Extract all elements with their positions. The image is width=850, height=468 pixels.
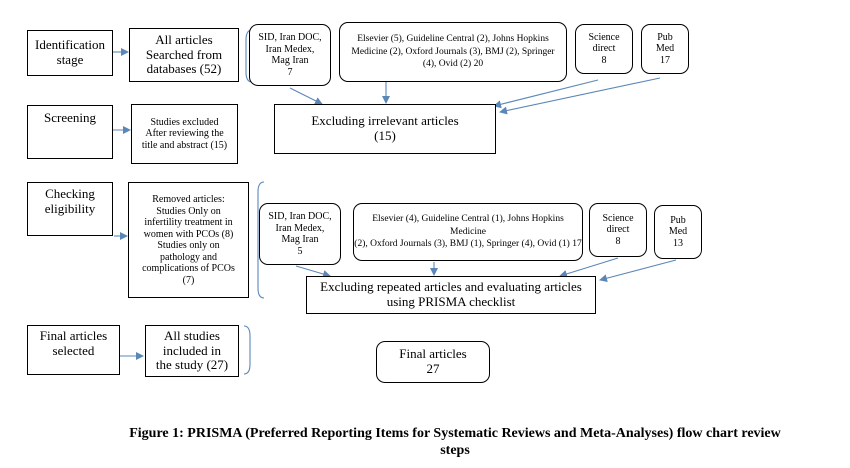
science-direct-label-2: Science direct: [602, 212, 634, 236]
arrow-sd2-to-exclude: [559, 257, 619, 278]
science-direct-count: 8: [601, 54, 607, 66]
removed-articles-box: Removed articles: Studies Only on infert…: [128, 182, 249, 298]
source-sid-label: SID, Iran DOC, Iran Medex, Mag Iran: [258, 32, 322, 66]
source-sid-count-2: 5: [297, 245, 303, 257]
source-elsevier-1: Elsevier (5), Guideline Central (2), Joh…: [339, 22, 567, 82]
studies-excluded-box: Studies excluded After reviewing the tit…: [131, 104, 238, 164]
source-pubmed-2: Pub Med 13: [654, 205, 702, 259]
arrow-sid1-to-exclude: [289, 87, 323, 105]
source-sid-label-2: SID, Iran DOC, Iran Medex, Mag Iran: [268, 211, 332, 245]
pubmed-count: 17: [660, 54, 670, 66]
source-science-direct-2: Science direct 8: [589, 203, 647, 257]
arrow-sd1-to-exclude: [493, 79, 599, 109]
excluding-repeated-box: Excluding repeated articles and evaluati…: [306, 276, 596, 314]
figure-caption: Figure 1: PRISMA (Preferred Reporting It…: [129, 426, 781, 458]
pubmed-label: Pub Med: [655, 31, 675, 55]
arrow-sid2-to-exclude: [295, 265, 331, 278]
source-sid-iran-1: SID, Iran DOC, Iran Medex, Mag Iran 7: [249, 24, 331, 86]
final-articles-box: Final articles 27: [376, 341, 490, 383]
science-direct-label: Science direct: [588, 31, 620, 55]
pubmed-label-2: Pub Med: [668, 214, 688, 238]
stage-screening: Screening: [27, 105, 113, 159]
arrow-pubmed2-to-exclude: [599, 259, 677, 283]
bracket-identification: [245, 29, 253, 83]
source-pubmed-1: Pub Med 17: [641, 24, 689, 74]
science-direct-count-2: 8: [615, 235, 621, 247]
all-studies-box: All studies included in the study (27): [145, 325, 239, 377]
all-articles-box: All articles Searched from databases (52…: [129, 28, 239, 82]
source-sid-iran-2: SID, Iran DOC, Iran Medex, Mag Iran 5: [259, 203, 341, 265]
source-sid-count: 7: [287, 66, 293, 78]
bracket-final: [243, 325, 251, 375]
source-science-direct-1: Science direct 8: [575, 24, 633, 74]
bracket-eligibility: [257, 181, 265, 299]
stage-identification: Identification stage: [27, 30, 113, 76]
source-elsevier-2: Elsevier (4), Guideline Central (1), Joh…: [353, 203, 583, 261]
arrow-pubmed1-to-exclude: [499, 77, 661, 115]
stage-eligibility: Checking eligibility: [27, 182, 113, 236]
excluding-irrelevant-box: Excluding irrelevant articles (15): [274, 104, 496, 154]
stage-final: Final articles selected: [27, 325, 120, 375]
pubmed-count-2: 13: [673, 237, 683, 249]
